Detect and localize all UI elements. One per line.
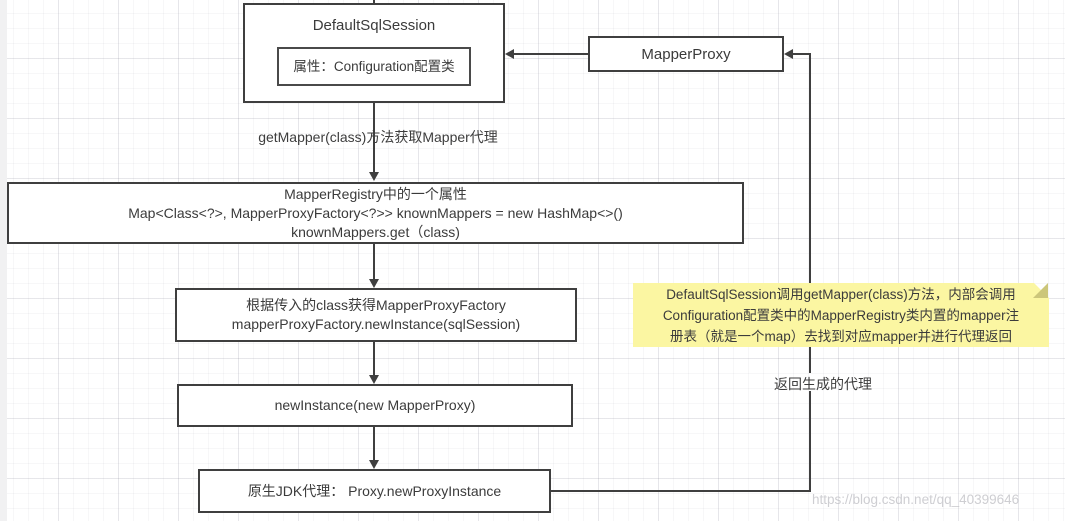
node-new-instance-label: newInstance(new MapperProxy): [274, 397, 476, 413]
connector-mapperproxy-to-session-line: [512, 53, 588, 55]
sticky-note: DefaultSqlSession调用getMapper(class)方法，内部…: [633, 283, 1049, 347]
node-jdk-proxy-label: 原生JDK代理： Proxy.newProxyInstance: [247, 482, 502, 499]
connector-registry-to-factory-line: [373, 244, 375, 280]
arrowhead-into-mapper-proxy: [784, 49, 793, 59]
node-get-factory-line-1: 根据传入的class获得MapperProxyFactory: [246, 297, 506, 313]
edge-label-return-proxy: 返回生成的代理: [774, 376, 872, 392]
sticky-note-line-2: Configuration配置类中的MapperRegistry类内置的mapp…: [662, 308, 1020, 323]
node-get-factory: 根据传入的class获得MapperProxyFactory mapperPro…: [175, 288, 577, 342]
node-mapper-proxy: MapperProxy: [588, 36, 784, 72]
node-mapper-registry: MapperRegistry中的一个属性 Map<Class<?>, Mappe…: [7, 182, 744, 244]
sticky-note-line-3: 册表（就是一个map）去找到对应mapper并进行代理返回: [669, 329, 1013, 344]
arrowhead-into-mapper-registry: [369, 172, 379, 181]
node-mapper-registry-line-3: knownMappers.get（class): [291, 223, 460, 240]
connector-top-stub: [373, 0, 375, 4]
connector-jdk-elbow-vertical-upper: [809, 54, 811, 373]
node-get-factory-line-2: mapperProxyFactory.newInstance(sqlSessio…: [231, 316, 521, 332]
arrowhead-into-get-factory: [369, 279, 379, 288]
arrowhead-into-jdk-proxy: [369, 460, 379, 469]
sticky-note-fold-corner: [1033, 283, 1048, 298]
connector-jdk-elbow-horizontal: [551, 490, 811, 492]
node-mapper-registry-line-2: Map<Class<?>, MapperProxyFactory<?>> kno…: [128, 204, 623, 221]
arrowhead-into-new-instance: [369, 375, 379, 384]
edge-label-get-mapper: getMapper(class)方法获取Mapper代理: [258, 129, 498, 145]
node-default-sql-session-title: DefaultSqlSession: [312, 17, 436, 34]
watermark-url: https://blog.csdn.net/qq_40399646: [812, 492, 1020, 507]
arrowhead-into-default-sql-session: [505, 49, 514, 59]
node-jdk-proxy: 原生JDK代理： Proxy.newProxyInstance: [198, 469, 551, 513]
canvas-left-edge: [0, 0, 7, 521]
connector-jdk-to-mapperproxy-line: [791, 53, 811, 55]
connector-factory-to-newinstance-line: [373, 342, 375, 376]
sticky-note-line-1: DefaultSqlSession调用getMapper(class)方法，内部…: [666, 287, 1016, 302]
node-default-sql-session-attribute: 属性：Configuration配置类: [277, 47, 471, 86]
node-new-instance: newInstance(new MapperProxy): [177, 384, 573, 427]
node-default-sql-session: DefaultSqlSession 属性：Configuration配置类: [243, 3, 505, 103]
connector-jdk-elbow-vertical-lower: [809, 391, 811, 491]
connector-newinstance-to-jdk-line: [373, 427, 375, 461]
node-mapper-proxy-label: MapperProxy: [641, 45, 731, 63]
node-mapper-registry-line-1: MapperRegistry中的一个属性: [284, 185, 467, 202]
connector-session-to-registry-line: [373, 103, 375, 173]
